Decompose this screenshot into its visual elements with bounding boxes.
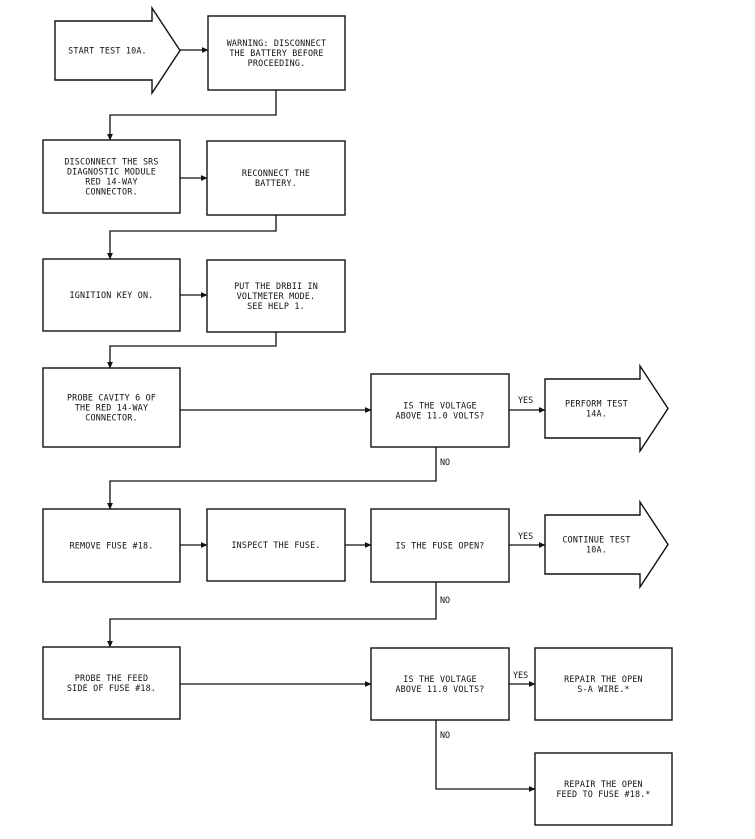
arrow-shape	[544, 499, 669, 590]
box-shape	[42, 508, 181, 583]
node-ignition: IGNITION KEY ON.	[42, 258, 181, 332]
node-text-line: THE BATTERY BEFORE	[229, 48, 323, 58]
node-text-line: WARNING: DISCONNECT	[227, 38, 327, 48]
box-shape	[206, 259, 346, 333]
edge-labels-layer: YES NO YES NO YES NO	[440, 395, 533, 740]
arrow-shape	[544, 363, 669, 454]
edge-drbii-to-probe6	[107, 332, 277, 369]
edge-q_volt1-to-remove_fuse	[107, 447, 437, 510]
edge-label-no-q_volt1: NO	[440, 457, 450, 467]
box-shape	[42, 646, 181, 720]
node-text-line: 14A.	[586, 409, 607, 419]
node-text-line: REMOVE FUSE #18.	[70, 541, 154, 551]
node-text-line: 10A.	[586, 545, 607, 555]
edge-label-no-q_volt2: NO	[440, 730, 450, 740]
node-text-line: START TEST 10A.	[68, 46, 147, 56]
box-shape	[534, 647, 673, 721]
node-text-line: REPAIR THE OPEN	[564, 674, 643, 684]
node-text-line: CONTINUE TEST	[562, 535, 630, 545]
edge-q_volt2-to-repair_feed	[435, 720, 536, 792]
node-remove_fuse: REMOVE FUSE #18.	[42, 508, 181, 583]
node-text-line: FEED TO FUSE #18.*	[556, 789, 650, 799]
edge-label-yes-q_fuse: YES	[518, 531, 533, 541]
node-text-line: S-A WIRE.*	[577, 684, 629, 694]
node-text-line: PROBE THE FEED	[75, 673, 148, 683]
node-q_fuse: IS THE FUSE OPEN?	[370, 508, 510, 583]
node-text-line: IS THE VOLTAGE	[403, 401, 476, 411]
edges-layer	[107, 47, 546, 792]
node-text-line: INSPECT THE FUSE.	[231, 540, 320, 550]
box-shape	[207, 15, 346, 91]
node-inspect: INSPECT THE FUSE.	[206, 508, 346, 582]
node-text-line: SEE HELP 1.	[247, 301, 305, 311]
node-text-line: IGNITION KEY ON.	[70, 290, 154, 300]
box-shape	[370, 373, 510, 448]
node-text-line: BATTERY.	[255, 178, 297, 188]
box-shape	[42, 139, 181, 214]
node-text-line: PROCEEDING.	[248, 58, 306, 68]
box-shape	[206, 508, 346, 582]
box-shape	[42, 367, 181, 448]
node-text-line: REPAIR THE OPEN	[564, 779, 643, 789]
node-text-line: PROBE CAVITY 6 OF	[67, 393, 156, 403]
node-start: START TEST 10A.	[54, 5, 181, 96]
node-text-line: ABOVE 11.0 VOLTS?	[395, 411, 484, 421]
node-text-line: THE RED 14-WAY	[75, 403, 148, 413]
node-text-line: PUT THE DRBII IN	[234, 281, 318, 291]
arrow-shape	[54, 5, 181, 96]
edge-warning-to-disconnect	[107, 90, 277, 141]
box-shape	[206, 140, 346, 216]
node-text-line: SIDE OF FUSE #18.	[67, 683, 156, 693]
edge-label-no-q_fuse: NO	[440, 595, 450, 605]
box-shape	[42, 258, 181, 332]
node-text-line: RECONNECT THE	[242, 168, 310, 178]
node-text-line: VOLTMETER MODE.	[237, 291, 316, 301]
edge-label-yes-q_volt2: YES	[513, 670, 528, 680]
box-shape	[370, 647, 510, 721]
node-text-line: ABOVE 11.0 VOLTS?	[395, 684, 484, 694]
node-text-line: CONNECTOR.	[85, 413, 137, 423]
box-shape	[534, 752, 673, 826]
node-text-line: DISCONNECT THE SRS	[64, 157, 158, 167]
node-text-line: DIAGNOSTIC MODULE	[67, 167, 156, 177]
box-shape	[370, 508, 510, 583]
edge-label-yes-q_volt1: YES	[518, 395, 533, 405]
node-text-line: IS THE FUSE OPEN?	[395, 541, 484, 551]
node-text-line: PERFORM TEST	[565, 399, 628, 409]
edge-reconnect-to-ignition	[107, 215, 277, 260]
edge-q_fuse-to-probe_feed	[107, 582, 437, 648]
node-text-line: RED 14-WAY	[85, 177, 137, 187]
node-text-line: IS THE VOLTAGE	[403, 674, 476, 684]
node-text-line: CONNECTOR.	[85, 187, 137, 197]
